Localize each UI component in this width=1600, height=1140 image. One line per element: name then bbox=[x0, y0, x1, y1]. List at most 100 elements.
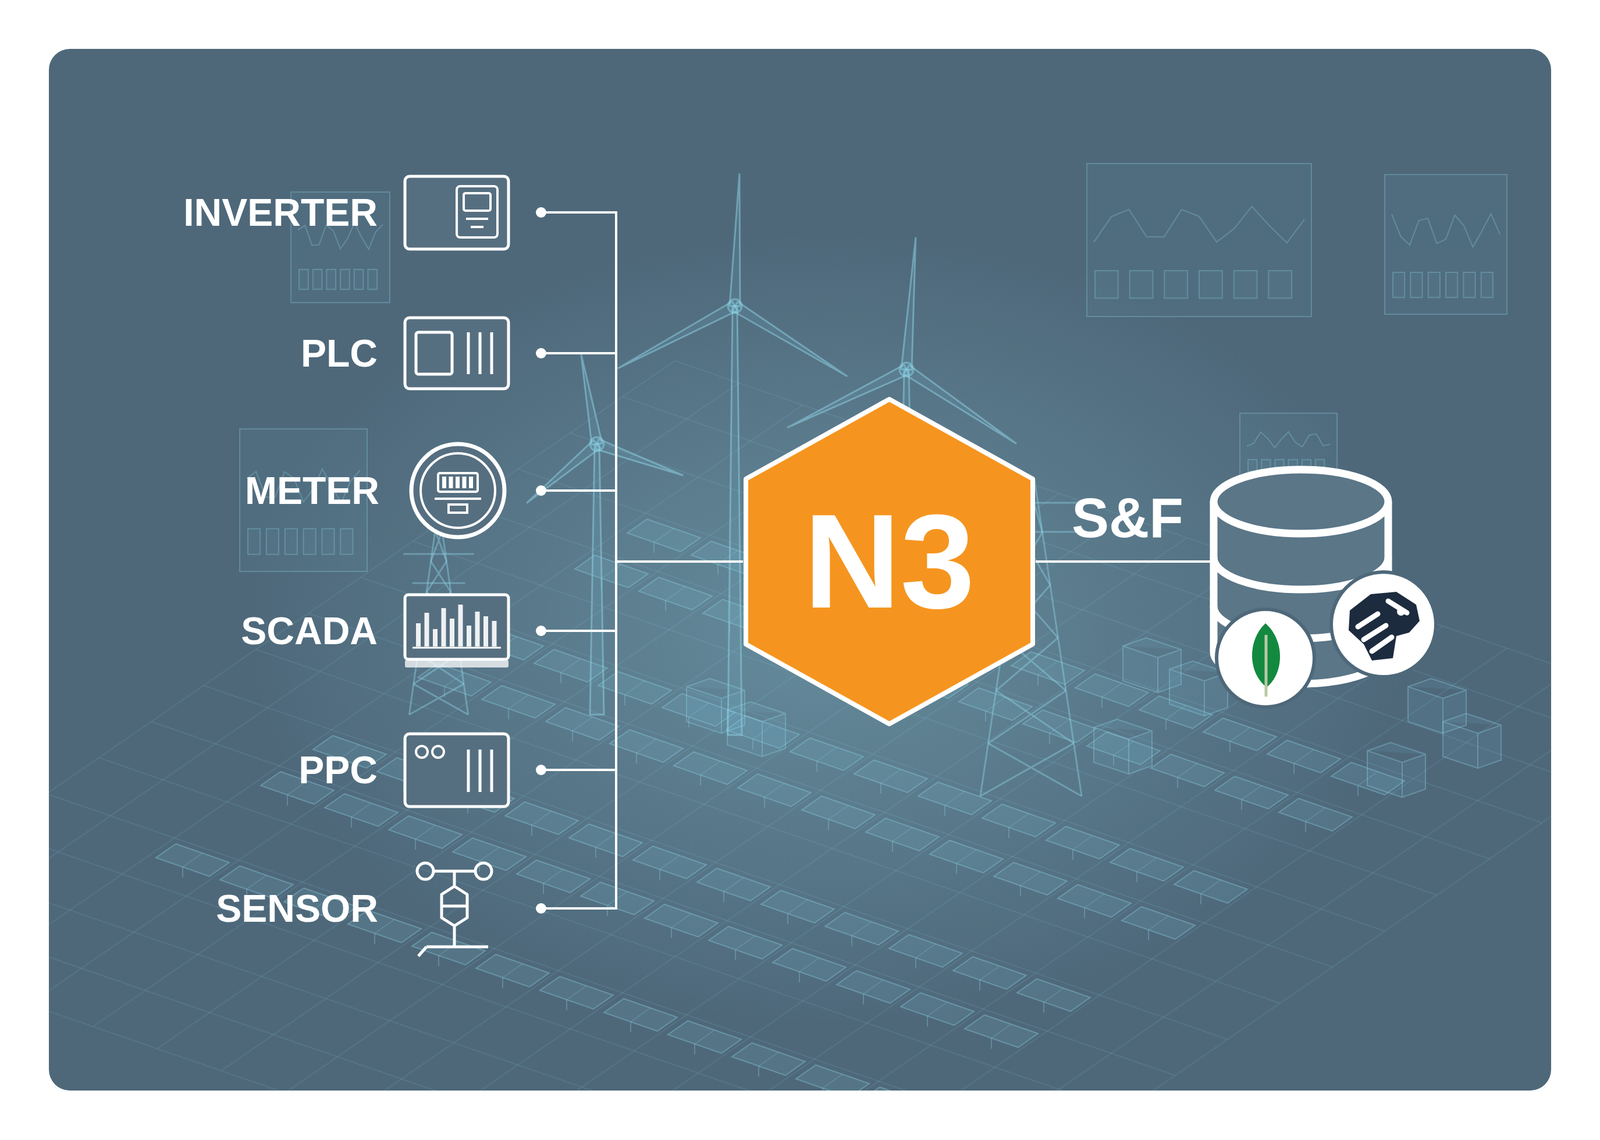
dashboard-bar bbox=[299, 269, 309, 290]
panel-cell-line bbox=[1020, 871, 1041, 886]
turbine-tower bbox=[589, 443, 604, 715]
panel-leg bbox=[1049, 733, 1051, 744]
panel-cell-line bbox=[723, 877, 744, 892]
solar-panel bbox=[516, 859, 590, 893]
inverter-icon bbox=[403, 174, 511, 251]
device-label: PLC bbox=[300, 333, 378, 373]
panel-leg bbox=[723, 891, 725, 902]
panel-cell-line bbox=[630, 1007, 651, 1022]
panel-cell-line bbox=[1101, 683, 1122, 698]
meter-display bbox=[438, 473, 478, 492]
panel-leg bbox=[1043, 1001, 1045, 1013]
dashboard-bar bbox=[313, 269, 323, 290]
grid-line bbox=[48, 404, 803, 983]
dashboard-bar bbox=[1199, 270, 1223, 298]
pylon-arms bbox=[403, 553, 474, 583]
panel-leg bbox=[438, 955, 440, 966]
floor-grid bbox=[48, 360, 1552, 1091]
solar-panel bbox=[772, 948, 846, 981]
chart-bar bbox=[441, 608, 447, 647]
panel-leg bbox=[1008, 827, 1010, 838]
panel-cell-line bbox=[1043, 987, 1064, 1002]
panel-cell-line bbox=[956, 849, 977, 864]
grid-line bbox=[570, 432, 1552, 787]
panel-leg bbox=[787, 913, 789, 924]
background-glow bbox=[244, 232, 1408, 1024]
panel-leg bbox=[985, 710, 987, 722]
panel-cell-line bbox=[828, 805, 849, 820]
energy-plant-illustration bbox=[48, 163, 1552, 1091]
grid-line bbox=[48, 865, 966, 1091]
cabinet bbox=[1093, 719, 1152, 774]
connector-dot bbox=[535, 902, 547, 914]
hexagon-outline bbox=[745, 399, 1033, 724]
solar-panel bbox=[900, 992, 974, 1026]
panel-leg bbox=[1019, 885, 1022, 896]
leaf-stem bbox=[1264, 634, 1268, 697]
panel-leg bbox=[880, 783, 882, 794]
ppc-lamp bbox=[416, 745, 428, 758]
device-node: PLC bbox=[300, 315, 542, 391]
panel-cell-line bbox=[601, 564, 622, 579]
dashboard-bar bbox=[340, 269, 350, 290]
panel-leg bbox=[374, 933, 376, 944]
panel-leg bbox=[286, 794, 288, 806]
panel-leg bbox=[1200, 893, 1202, 905]
panel-cell-line bbox=[1084, 893, 1105, 908]
panel-cell-line bbox=[479, 847, 500, 862]
solar-panel bbox=[1022, 709, 1097, 743]
panel-cell-line bbox=[1148, 915, 1169, 930]
panel-cell-line bbox=[671, 913, 692, 928]
solar-panel bbox=[505, 801, 579, 835]
plc-icon bbox=[403, 315, 511, 391]
meter-ring bbox=[411, 443, 505, 538]
solar-panel bbox=[761, 890, 835, 923]
icon-frame bbox=[404, 733, 509, 807]
connector-dot bbox=[535, 207, 547, 218]
solar-panel bbox=[836, 970, 910, 1004]
grid-line bbox=[733, 670, 1552, 1091]
pylon-lattice bbox=[426, 561, 451, 593]
panel-cell-line bbox=[1293, 749, 1314, 764]
panel-leg bbox=[979, 979, 981, 991]
solar-panel bbox=[417, 663, 492, 696]
bus-connector-group bbox=[535, 347, 743, 562]
solar-panel bbox=[1057, 884, 1132, 917]
solar-panel bbox=[644, 904, 718, 937]
solar-panel bbox=[964, 1014, 1038, 1048]
panel-leg bbox=[763, 797, 766, 808]
bus-connector-group bbox=[535, 207, 743, 562]
panel-cell-line bbox=[927, 1001, 948, 1016]
turbine-blade bbox=[581, 353, 603, 445]
icon-line bbox=[490, 332, 494, 375]
panel-leg bbox=[926, 1015, 928, 1027]
chart-bar bbox=[449, 618, 455, 647]
connector-dot bbox=[535, 485, 547, 496]
panel-cell-line bbox=[502, 963, 523, 978]
connector-dot bbox=[535, 625, 547, 636]
panel-cell-line bbox=[1241, 785, 1262, 800]
bus-connector bbox=[541, 561, 743, 909]
panel-leg bbox=[414, 838, 416, 850]
panel-cell-line bbox=[665, 586, 686, 601]
solar-panel bbox=[1267, 740, 1341, 773]
bus-connector bbox=[541, 561, 743, 770]
panel-leg bbox=[1101, 697, 1103, 708]
icon-line bbox=[478, 332, 482, 375]
chart-bar bbox=[483, 616, 489, 647]
solar-panel bbox=[859, 1086, 934, 1091]
dashboard-bar bbox=[1248, 459, 1257, 472]
solar-panel bbox=[918, 781, 992, 815]
grid-line bbox=[151, 721, 1176, 1076]
solar-panel bbox=[865, 818, 940, 851]
grid-line bbox=[98, 757, 1123, 1091]
turbine-blade bbox=[617, 301, 738, 369]
link-label: S&F bbox=[1071, 489, 1184, 546]
dashboard-chart bbox=[1246, 431, 1331, 448]
panel-leg bbox=[822, 1088, 824, 1091]
bus-connector-group bbox=[535, 561, 743, 636]
panel-cell-line bbox=[659, 855, 680, 870]
chart-bar bbox=[416, 623, 421, 647]
connector-dot bbox=[535, 347, 547, 359]
solar-panel bbox=[545, 707, 620, 741]
